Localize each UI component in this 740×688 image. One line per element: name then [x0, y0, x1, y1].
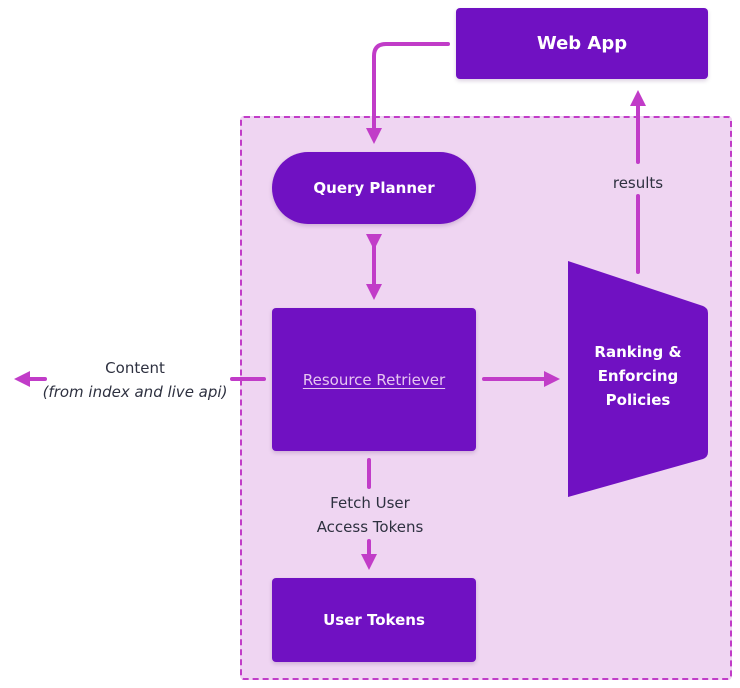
fetch-label-line: Access Tokens	[316, 518, 424, 536]
query-planner-label: Query Planner	[313, 179, 435, 197]
content-title: Content	[105, 359, 165, 377]
ranking-node-shape[interactable]	[568, 261, 708, 497]
user-tokens-label: User Tokens	[323, 611, 425, 629]
ranking-label-line: Ranking &	[594, 343, 682, 361]
edge-webapp-to-planner	[366, 42, 450, 144]
user-tokens-node[interactable]: User Tokens	[272, 578, 476, 662]
query-planner-node[interactable]: Query Planner	[272, 152, 476, 224]
web-app-label: Web App	[536, 33, 628, 54]
fetch-tokens-edge-label: Fetch User Access Tokens	[290, 491, 450, 539]
web-app-node[interactable]: Web App	[456, 8, 708, 79]
content-edge-label: Content (from index and live api)	[30, 356, 240, 404]
resource-retriever-link[interactable]: Resource Retriever	[302, 370, 446, 389]
fetch-label-line: Fetch User	[330, 494, 410, 512]
ranking-label-line: Policies	[605, 391, 671, 409]
ranking-label-line: Enforcing	[597, 367, 679, 385]
results-edge-label: results	[612, 174, 664, 192]
resource-retriever-node[interactable]: Resource Retriever	[272, 308, 476, 451]
ranking-label: Ranking & Enforcing Policies	[568, 340, 708, 412]
content-subtitle: (from index and live api)	[42, 383, 228, 401]
